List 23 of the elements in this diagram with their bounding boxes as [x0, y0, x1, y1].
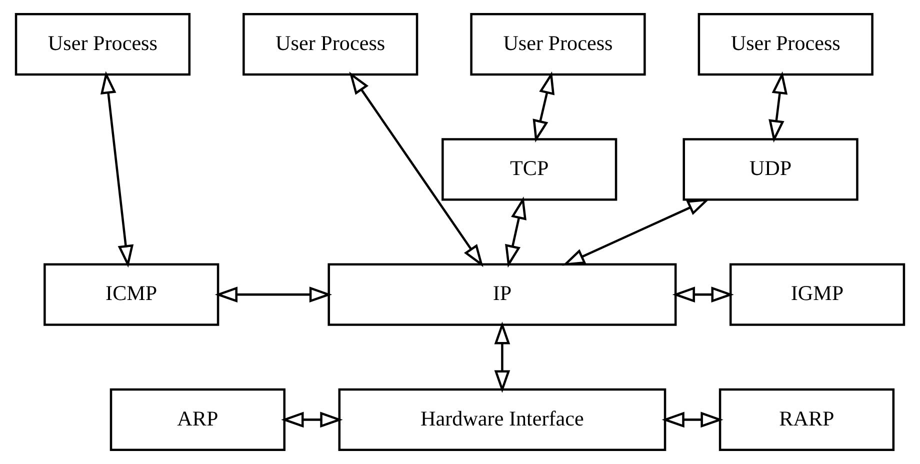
arrow	[768, 71, 788, 143]
arrow	[281, 412, 343, 428]
arrow	[494, 322, 510, 393]
node-box: User Process	[470, 13, 646, 76]
node-box: TCP	[442, 138, 618, 201]
arrow	[662, 412, 724, 428]
arrow	[532, 71, 555, 143]
node-box: ICMP	[44, 263, 220, 326]
arrow	[672, 286, 734, 302]
arrow	[214, 286, 332, 302]
node-box: IGMP	[729, 263, 906, 326]
arrow	[505, 196, 526, 268]
node-box: User Process	[242, 13, 418, 76]
arrow	[100, 71, 134, 268]
node-box: RARP	[718, 388, 895, 451]
arrow	[562, 198, 710, 266]
node-box: User Process	[14, 13, 191, 76]
node-box: UDP	[682, 138, 858, 201]
arrow	[349, 72, 484, 268]
node-box: IP	[328, 263, 677, 326]
node-box: Hardware Interface	[338, 388, 666, 451]
node-box: ARP	[110, 388, 286, 451]
node-box: User Process	[698, 13, 874, 76]
